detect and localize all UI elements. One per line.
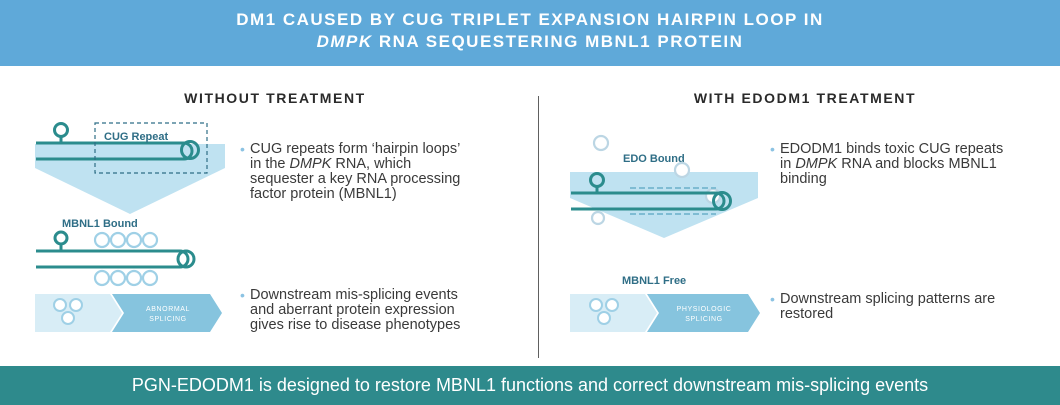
left-funnel-band bbox=[35, 144, 225, 168]
edo-free-circles bbox=[590, 134, 722, 226]
mbnl1-hairpin-loop bbox=[36, 249, 190, 269]
left-rna-strand-a bbox=[36, 137, 63, 145]
left-desc2-line2: and aberrant protein expression bbox=[250, 302, 455, 318]
column-divider bbox=[538, 96, 539, 358]
right-column-title: WITH EDODM1 TREATMENT bbox=[693, 90, 917, 106]
right-description-2: • Downstream splicing patterns are resto… bbox=[770, 291, 1055, 322]
left-hairpin-end-loop bbox=[180, 140, 200, 160]
left-funnel-panel bbox=[35, 144, 225, 214]
mbnl1-stemloop bbox=[53, 230, 69, 246]
mbnl1-proteins bbox=[93, 231, 159, 287]
header-title-line1: DM1 CAUSED BY CUG TRIPLET EXPANSION HAIR… bbox=[236, 10, 824, 29]
abnormal-label-line2: SPLICING bbox=[149, 316, 186, 323]
left-desc1-dmpk: DMPK bbox=[289, 156, 332, 172]
edo-bound-label: EDO Bound bbox=[623, 153, 685, 165]
mbnl1-strand-a bbox=[36, 244, 63, 253]
left-desc1-line2: in the DMPK RNA, which bbox=[250, 157, 520, 172]
left-description-1: • CUG repeats form ‘hairpin loops’ in th… bbox=[240, 141, 520, 202]
left-desc1-line4: factor protein (MBNL1) bbox=[250, 186, 397, 202]
abnormal-label-line1: ABNORMAL bbox=[146, 306, 190, 313]
left-desc1-line3: sequester a key RNA processing bbox=[250, 171, 461, 187]
footer-banner: PGN-EDODM1 is designed to restore MBNL1 … bbox=[0, 366, 1060, 405]
right-desc2-line1: Downstream splicing patterns are bbox=[780, 291, 996, 307]
left-description-2: • Downstream mis-splicing events and abe… bbox=[240, 287, 520, 333]
mbnl1-bound-label: MBNL1 Bound bbox=[62, 218, 138, 230]
left-desc1-line1: CUG repeats form ‘hairpin loops’ bbox=[250, 141, 461, 157]
left-column-title: WITHOUT TREATMENT bbox=[184, 90, 366, 106]
left-hairpin-rna bbox=[36, 122, 200, 161]
header-title-line2-rest: RNA SEQUESTERING MBNL1 PROTEIN bbox=[372, 32, 744, 51]
bullet-icon: • bbox=[240, 287, 245, 303]
header-banner: DM1 CAUSED BY CUG TRIPLET EXPANSION HAIR… bbox=[0, 0, 1060, 66]
header-dmpk-italic: DMPK bbox=[316, 32, 373, 51]
left-funnel-triangle bbox=[35, 168, 225, 214]
right-desc1-line2-post: RNA and blocks MBNL1 bbox=[837, 156, 997, 172]
cug-repeat-label: CUG Repeat bbox=[104, 131, 169, 143]
bullet-icon: • bbox=[240, 141, 245, 157]
left-desc1-line2-pre: in the bbox=[250, 156, 290, 172]
mbnl1-free-label: MBNL1 Free bbox=[622, 275, 686, 287]
left-desc1-line2-post: RNA, which bbox=[331, 156, 412, 172]
left-desc2-line3: gives rise to disease phenotypes bbox=[250, 317, 461, 333]
physiologic-label-line2: SPLICING bbox=[685, 316, 722, 323]
mbnl1-end-loop bbox=[176, 249, 196, 269]
bullet-icon: • bbox=[770, 141, 775, 157]
mbnl1-bound-rna bbox=[36, 230, 196, 269]
right-desc1-dmpk: DMPK bbox=[795, 156, 838, 172]
right-desc1-line3: binding bbox=[780, 171, 827, 187]
right-hairpin-rna bbox=[571, 172, 732, 211]
right-description-1: • EDODM1 binds toxic CUG repeats in DMPK… bbox=[770, 141, 1055, 187]
abnormal-splicing-chevron: ABNORMAL SPLICING bbox=[35, 294, 222, 332]
bullet-icon: • bbox=[770, 291, 775, 307]
header-title-line2: DMPK RNA SEQUESTERING MBNL1 PROTEIN bbox=[0, 31, 1060, 53]
right-desc1-line2-pre: in bbox=[780, 156, 796, 172]
left-desc2-line1: Downstream mis-splicing events bbox=[250, 287, 458, 303]
physiologic-splicing-chevron: PHYSIOLOGIC SPLICING bbox=[570, 294, 760, 332]
left-hairpin-stemloop bbox=[53, 122, 69, 138]
physiologic-label-line1: PHYSIOLOGIC bbox=[677, 306, 732, 313]
diagram-graphics: CUG Repeat MBNL1 Bound ABNORMAL SPLICING… bbox=[35, 122, 760, 332]
right-desc1-line1: EDODM1 binds toxic CUG repeats bbox=[780, 141, 1004, 157]
right-desc2-line2: restored bbox=[780, 306, 834, 322]
right-desc1-line2: in DMPK RNA and blocks MBNL1 bbox=[780, 157, 1055, 172]
cug-repeat-dashed-box bbox=[94, 122, 208, 174]
